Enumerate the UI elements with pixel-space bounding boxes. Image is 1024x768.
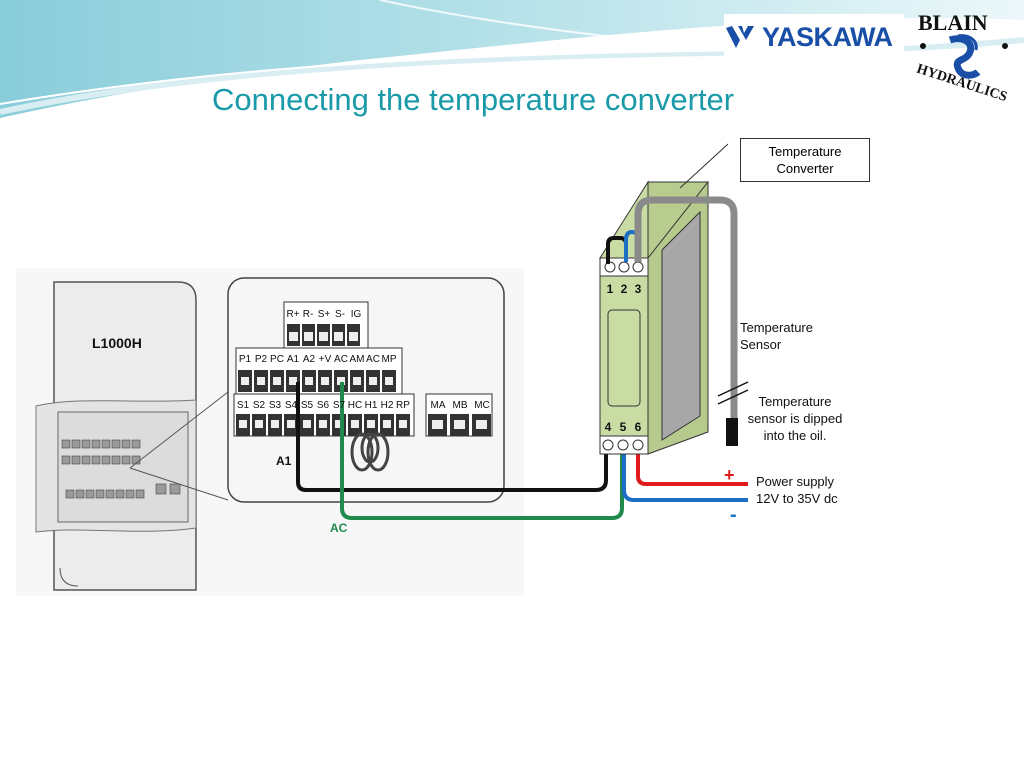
converter-terminal-number: 4 xyxy=(605,420,612,434)
terminal-label: +V xyxy=(319,354,332,365)
plus-sign: + xyxy=(724,465,735,485)
terminal-block-relay xyxy=(425,393,493,437)
temperature-converter-device xyxy=(599,143,729,455)
yaskawa-wordmark: YASKAWA xyxy=(762,21,893,52)
terminal-label: S7 xyxy=(333,400,346,411)
drive-model-label: L1000H xyxy=(92,335,142,351)
converter-terminal-number: 6 xyxy=(635,420,642,434)
terminal-label: S1 xyxy=(237,400,250,411)
blain-wordmark: BLAIN xyxy=(918,10,988,35)
terminal-label: MC xyxy=(474,400,490,411)
terminal-label: HC xyxy=(348,400,362,411)
note-line: Temperature xyxy=(758,394,832,409)
terminal-label: AM xyxy=(350,354,365,365)
terminal-label: R+ xyxy=(286,309,299,320)
terminal-label: S2 xyxy=(253,400,266,411)
label-ac: AC xyxy=(330,521,348,535)
yaskawa-logo: YASKAWA xyxy=(724,14,904,60)
terminal-label: AC xyxy=(366,354,380,365)
power-label-line: 12V to 35V dc xyxy=(756,491,838,506)
blain-logo: BLAIN HYDRAULICS xyxy=(915,10,1009,105)
minus-sign: - xyxy=(730,504,737,526)
terminal-label: H1 xyxy=(365,400,378,411)
terminal-block-middle xyxy=(235,347,403,395)
terminal-label: A1 xyxy=(287,354,300,365)
converter-terminal-number: 3 xyxy=(635,282,642,296)
power-label-line: Power supply xyxy=(756,474,835,489)
converter-terminal-number: 1 xyxy=(607,282,614,296)
sensor-dipped-note: Temperature sensor is dipped into the oi… xyxy=(740,393,850,444)
terminal-label: H2 xyxy=(381,400,394,411)
terminal-label: MA xyxy=(431,400,446,411)
sensor-cable-gray xyxy=(634,196,738,420)
terminal-label: PC xyxy=(270,354,284,365)
terminal-label: MB xyxy=(453,400,468,411)
converter-terminal-number: 5 xyxy=(620,420,627,434)
yaskawa-mark-icon xyxy=(726,26,754,48)
wire-red xyxy=(636,448,748,486)
note-line: into the oil. xyxy=(763,428,827,443)
terminal-label: S3 xyxy=(269,400,282,411)
note-line: sensor is dipped xyxy=(747,411,843,426)
terminal-label: AC xyxy=(334,354,348,365)
label-a1: A1 xyxy=(276,454,292,468)
terminal-label: A2 xyxy=(303,354,316,365)
terminal-label: R- xyxy=(303,309,314,320)
callout-line: Converter xyxy=(776,161,834,176)
terminal-label: S+ xyxy=(318,309,331,320)
sensor-label-line: Temperature xyxy=(740,320,813,335)
blain-emblem-icon xyxy=(948,34,981,79)
terminal-label: MP xyxy=(382,354,397,365)
jumper-loops xyxy=(350,432,390,472)
terminal-label: S4 xyxy=(285,400,298,411)
terminal-label: S5 xyxy=(301,400,314,411)
terminal-label: S6 xyxy=(317,400,330,411)
sensor-label-line: Sensor xyxy=(740,337,782,352)
callout-line: Temperature xyxy=(768,144,842,159)
terminal-block-top xyxy=(283,301,369,353)
power-supply-label: Power supply 12V to 35V dc xyxy=(756,473,838,507)
temperature-converter-callout: Temperature Converter xyxy=(740,138,870,182)
converter-terminal-number: 2 xyxy=(621,282,628,296)
wire-green xyxy=(340,382,624,520)
wire-black xyxy=(296,382,608,492)
terminal-label: P1 xyxy=(239,354,252,365)
terminal-label: P2 xyxy=(255,354,268,365)
wire-blue xyxy=(622,448,748,502)
page-title: Connecting the temperature converter xyxy=(212,82,735,117)
terminal-label: IG xyxy=(351,309,362,320)
sensor-probe xyxy=(726,418,738,446)
terminal-label: S- xyxy=(335,309,345,320)
temperature-sensor-label: Temperature Sensor xyxy=(740,319,813,353)
terminal-label: RP xyxy=(396,400,410,411)
